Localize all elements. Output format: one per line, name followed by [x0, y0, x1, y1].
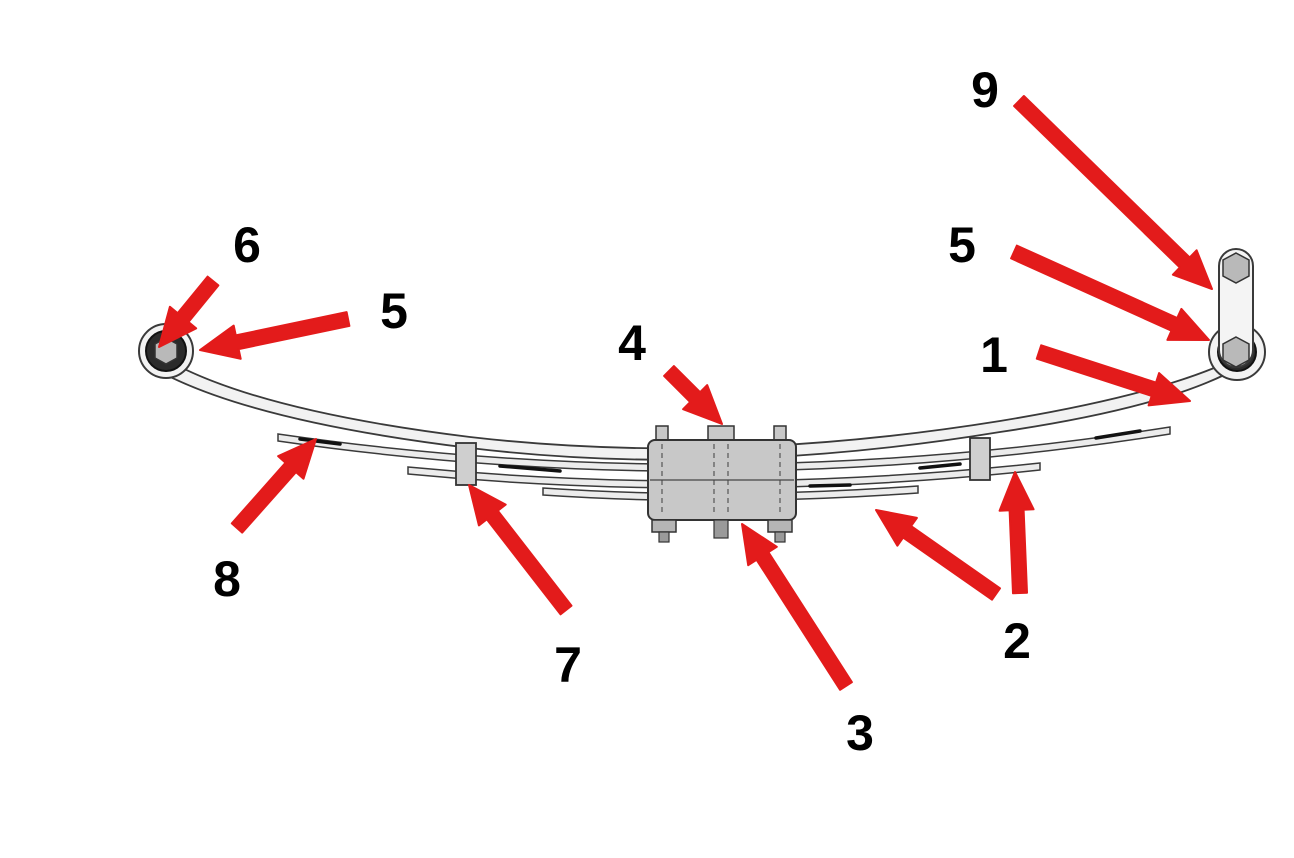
arrow-7	[468, 484, 573, 616]
callout-8: 8	[213, 551, 241, 607]
arrow-2-diagonal	[875, 509, 1001, 601]
right-eye	[1208, 248, 1266, 381]
leaf-2	[277, 426, 1171, 473]
center-bolt-tail	[713, 519, 729, 539]
arrow-4	[663, 365, 723, 425]
arrow-1	[1035, 344, 1191, 407]
callout-5-right: 5	[948, 217, 976, 273]
arrow-8	[230, 438, 317, 534]
u-bolt-thread	[658, 531, 670, 543]
liner	[808, 483, 852, 488]
arrow-6	[158, 275, 220, 348]
callout-4: 4	[618, 315, 646, 371]
arrow-3	[741, 523, 853, 691]
arrows	[158, 95, 1213, 691]
callout-5-left: 5	[380, 283, 408, 339]
liner	[918, 462, 962, 470]
arrow-9	[1013, 95, 1213, 290]
arrow-2-vertical	[998, 471, 1035, 595]
leaf-3	[407, 462, 1041, 489]
liner	[298, 437, 342, 446]
bolt-head-upper	[1222, 252, 1250, 284]
callout-1: 1	[980, 327, 1008, 383]
arrow-5-left	[199, 311, 351, 360]
callout-7: 7	[554, 637, 582, 693]
center-bolt-head	[707, 425, 735, 441]
liner	[1094, 429, 1142, 440]
u-bolt-nut	[767, 519, 793, 533]
callout-2: 2	[1003, 613, 1031, 669]
u-bolt-nut	[651, 519, 677, 533]
rebound-clip-left	[455, 442, 477, 486]
liner	[498, 464, 562, 473]
callout-9: 9	[971, 62, 999, 118]
rebound-clip-right	[969, 437, 991, 481]
callouts: 9 6 5 5 1 4 8 7 3 2	[213, 62, 1031, 761]
arrow-5-right	[1010, 244, 1210, 341]
center-clamp	[647, 425, 797, 543]
liners	[298, 429, 1142, 488]
u-bolt-thread	[774, 531, 786, 543]
callout-6: 6	[233, 217, 261, 273]
bolt-head-lower	[1222, 336, 1250, 368]
callout-3: 3	[846, 705, 874, 761]
